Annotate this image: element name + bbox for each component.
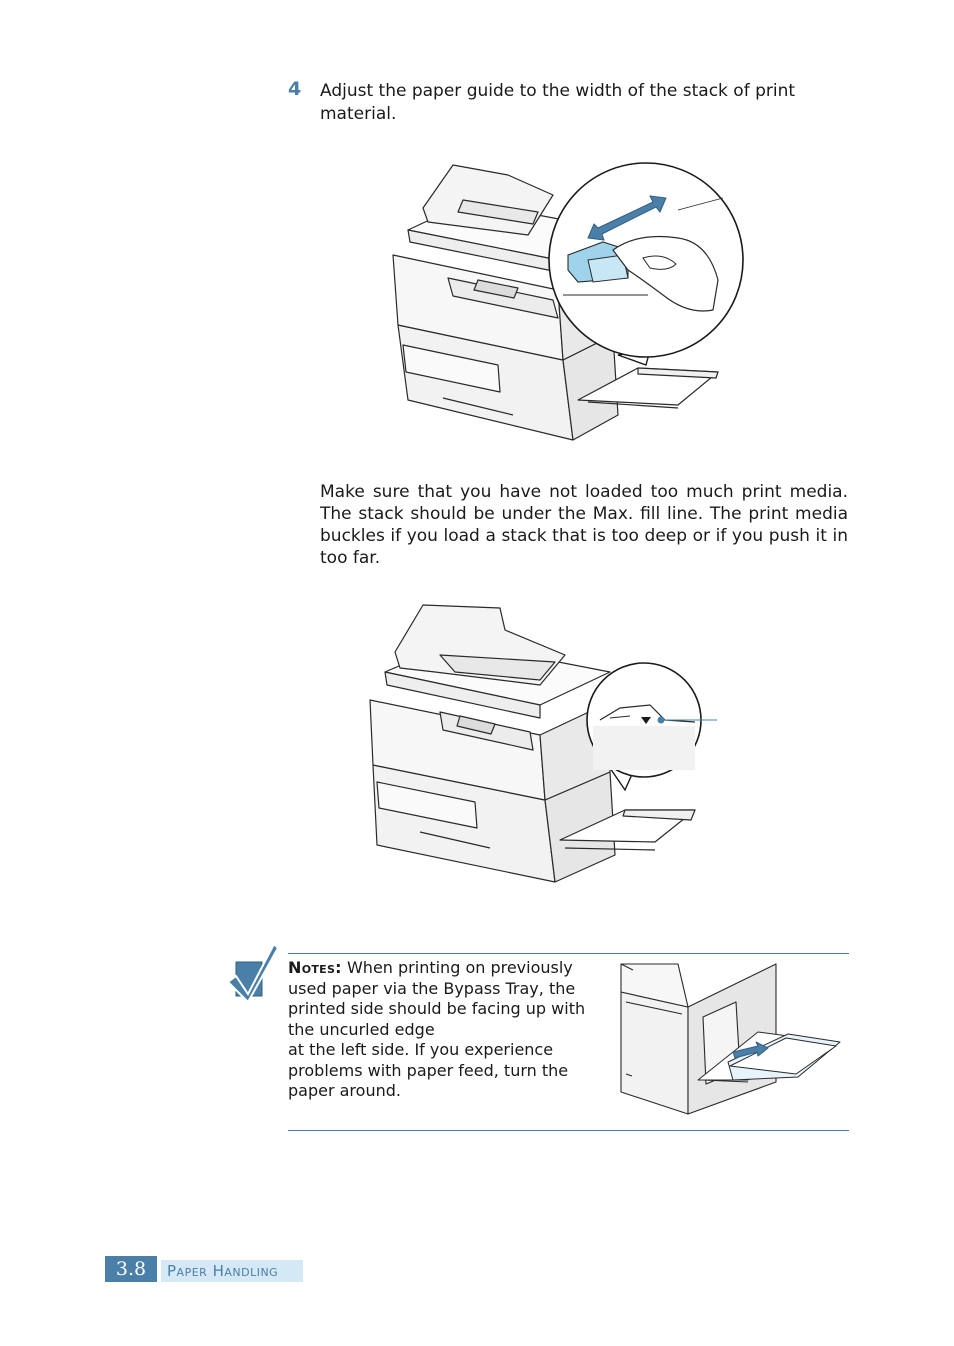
overload-warning-paragraph: Make sure that you have not loaded too m… [320, 482, 848, 568]
note-top-rule [288, 953, 849, 954]
printer-paper-guide-illustration [392, 162, 744, 441]
step-text: Adjust the paper guide to the width of t… [320, 81, 796, 124]
note-line: When printing on previously [346, 958, 573, 977]
note-line: used paper via the Bypass Tray, the [288, 978, 576, 998]
note-line: printed side should be facing up with [288, 999, 586, 1018]
note-line: the uncurled edge [288, 1019, 435, 1039]
note-line: at the left side. If you experience [288, 1040, 554, 1059]
step-number: 4 [288, 78, 302, 100]
note-text: Notes: When printing on previously used … [288, 958, 613, 1102]
note-line: problems with paper feed, turn the [288, 1060, 569, 1080]
section-title: Paper Handling [161, 1260, 303, 1282]
printer-bypass-tray-orientation-illustration [620, 963, 841, 1115]
note-bottom-rule [288, 1130, 849, 1131]
page-number: 3.8 [105, 1256, 157, 1282]
note-label: Notes: [288, 958, 342, 977]
note-line: paper around. [288, 1081, 401, 1100]
checkmark-note-icon [226, 942, 280, 1004]
printer-max-fill-line-illustration [369, 604, 717, 883]
